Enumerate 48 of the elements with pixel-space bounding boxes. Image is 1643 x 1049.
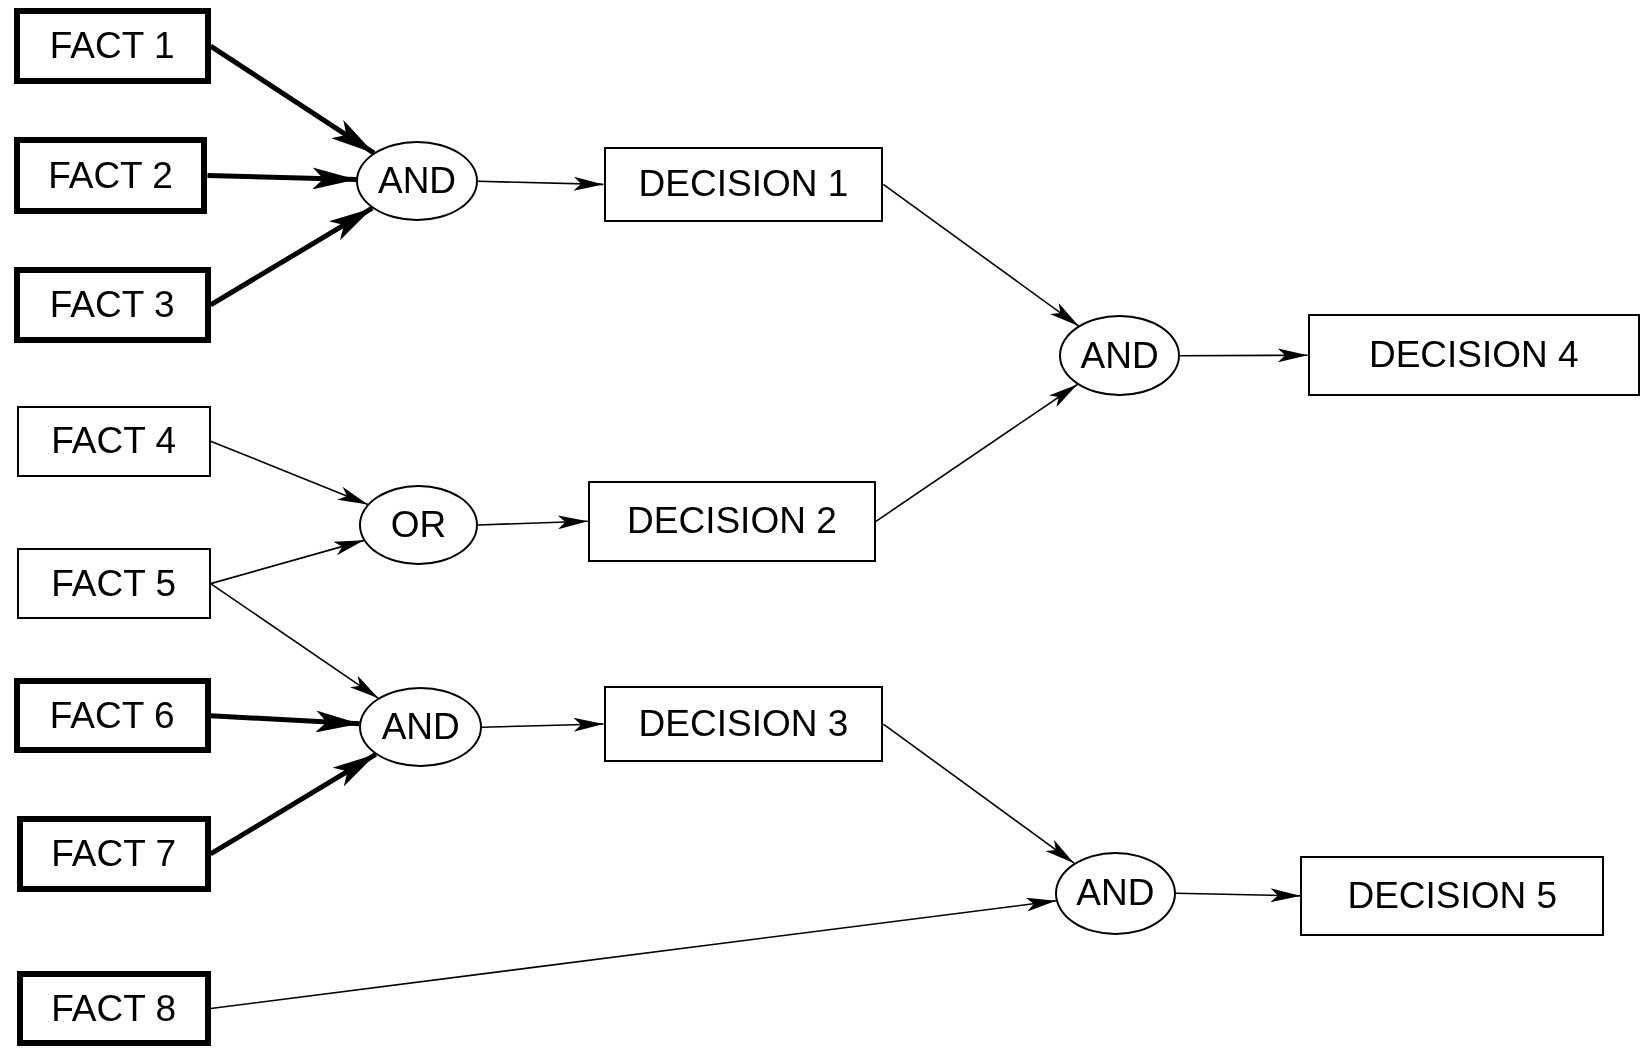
node-label: AND xyxy=(377,160,457,203)
node-label: FACT 5 xyxy=(51,562,177,605)
node-label: DECISION 4 xyxy=(1368,334,1579,377)
arrow xyxy=(882,183,1080,327)
arrow xyxy=(477,515,589,530)
arrow xyxy=(481,717,605,732)
arrow xyxy=(477,176,605,191)
arrow xyxy=(209,752,378,857)
node-label: AND xyxy=(381,706,460,749)
node-label: FACT 3 xyxy=(49,283,175,326)
arrow xyxy=(209,897,1057,1010)
arrow xyxy=(875,383,1079,523)
node-label: FACT 1 xyxy=(49,25,175,68)
arrow xyxy=(209,582,380,700)
arrow xyxy=(209,206,374,308)
arrow xyxy=(209,440,369,506)
decision-box xyxy=(1300,856,1605,936)
node-label: DECISION 1 xyxy=(638,163,849,206)
node-label: FACT 8 xyxy=(51,987,177,1030)
arrow xyxy=(209,539,365,585)
arrow xyxy=(1179,348,1309,363)
decision-box xyxy=(603,146,884,223)
node-label: DECISION 5 xyxy=(1347,874,1558,917)
node-label: AND xyxy=(1080,334,1159,377)
node-label: FACT 4 xyxy=(51,420,177,463)
decision-box xyxy=(603,686,884,762)
arrow xyxy=(1174,888,1302,903)
node-label: AND xyxy=(1076,872,1155,915)
node-label: DECISION 3 xyxy=(638,703,849,746)
node-label: OR xyxy=(390,503,447,546)
node-label: DECISION 2 xyxy=(627,500,837,543)
arrow xyxy=(207,167,357,190)
node-label: FACT 2 xyxy=(48,154,173,197)
arrow xyxy=(882,723,1075,864)
fact-box xyxy=(13,267,211,343)
decision-box xyxy=(587,480,876,562)
fact-box xyxy=(16,971,211,1046)
fact-box xyxy=(13,8,211,84)
arrow xyxy=(210,710,360,733)
fact-box xyxy=(16,405,211,477)
fact-box xyxy=(16,816,211,892)
fact-box xyxy=(16,548,211,620)
node-label: FACT 7 xyxy=(51,832,177,875)
node-label: FACT 6 xyxy=(49,694,175,737)
arrow xyxy=(209,44,376,156)
fact-box xyxy=(13,677,211,754)
fact-box xyxy=(13,137,208,214)
decision-box xyxy=(1307,314,1640,397)
